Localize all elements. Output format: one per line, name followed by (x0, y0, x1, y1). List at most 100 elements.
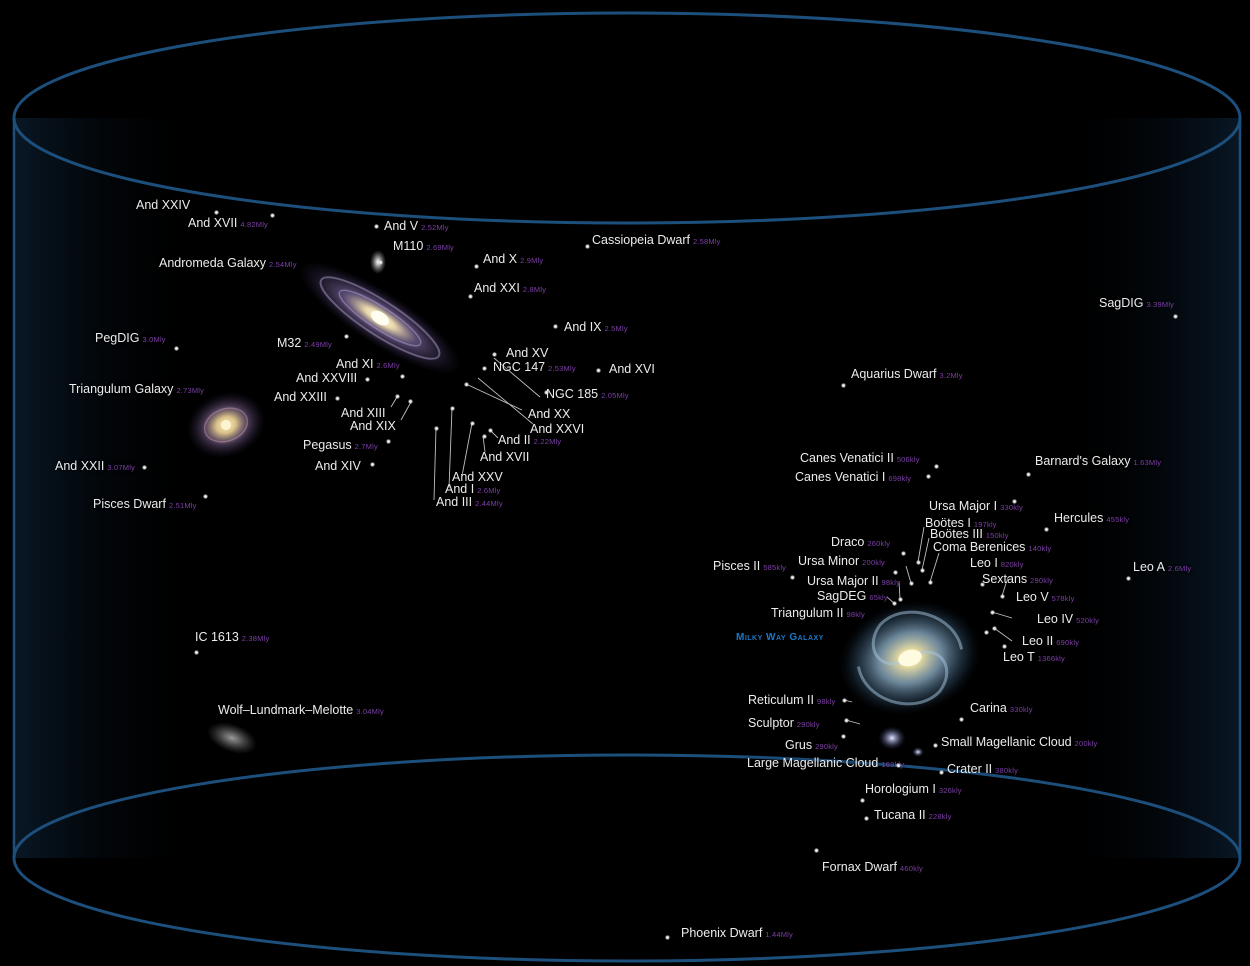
galaxy-distance: 2.54Mly (269, 260, 297, 269)
galaxy-name: Leo V (1016, 590, 1049, 604)
galaxy-marker-and-iii (434, 426, 439, 431)
galaxy-marker-leo-ii (984, 630, 989, 635)
galaxy-marker-draco (901, 551, 906, 556)
galaxy-marker-carina (959, 717, 964, 722)
galaxy-name: And II (498, 433, 531, 447)
galaxy-name: And XXIV (136, 198, 191, 212)
galaxy-marker-leo-a (1126, 576, 1131, 581)
galaxy-name: Leo T (1003, 650, 1035, 664)
galaxy-name: And XVII (480, 450, 530, 464)
galaxy-marker-ursa-major-i (1012, 499, 1017, 504)
galaxy-distance: 200kly (1074, 739, 1098, 748)
galaxy-distance: 380kly (995, 766, 1019, 775)
galaxy-distance: 2.44Mly (475, 499, 503, 508)
galaxy-distance: 98kly (817, 697, 836, 706)
galaxy-distance: 698kly (888, 474, 912, 483)
galaxy-marker-sextans (1000, 594, 1005, 599)
galaxy-name: Aquarius Dwarf (851, 367, 937, 381)
galaxy-marker-and-xix (408, 399, 413, 404)
lmc-image (878, 726, 906, 750)
galaxy-marker-and-xvii (482, 434, 487, 439)
galaxy-marker-and-xvi (596, 368, 601, 373)
galaxy-marker-pegasus (386, 439, 391, 444)
galaxy-name: Pegasus (303, 438, 352, 452)
galaxy-name: Wolf–Lundmark–Melotte (218, 703, 354, 717)
galaxy-name: SagDIG (1099, 296, 1144, 310)
galaxy-name: Draco (831, 535, 865, 549)
galaxy-label-and-xxiv: And XXIV (136, 198, 190, 212)
galaxy-marker-canes-venatici-i (926, 474, 931, 479)
galaxy-marker-leo-i (980, 582, 985, 587)
galaxy-marker-and-v (374, 224, 379, 229)
galaxy-marker-phoenix-dwarf (665, 935, 670, 940)
galaxy-name: And XXI (474, 281, 520, 295)
galaxy-marker-pisces-dwarf (203, 494, 208, 499)
galaxy-label-and-xix: And XIX (350, 419, 396, 433)
galaxy-marker-and-xv (492, 352, 497, 357)
galaxy-distance: 197kly (973, 520, 997, 529)
galaxy-label-and-xiv: And XIV (315, 459, 361, 473)
galaxy-name: Canes Venatici II (800, 451, 894, 465)
galaxy-distance: 98kly (846, 610, 865, 619)
galaxy-name: Andromeda Galaxy (159, 256, 267, 270)
galaxy-marker-bootes-iii (920, 568, 925, 573)
galaxy-distance: 3.0Mly (142, 335, 166, 344)
galaxy-marker-bootes-i (916, 560, 921, 565)
galaxy-distance: 163kly (881, 760, 905, 769)
galaxy-name: And I (445, 482, 475, 496)
galaxy-marker-hercules (1044, 527, 1049, 532)
galaxy-name: NGC 185 (546, 387, 599, 401)
galaxy-distance: 2.8Mly (522, 285, 547, 294)
galaxy-name: Triangulum Galaxy (69, 382, 174, 396)
galaxy-label-and-xx: And XX (528, 407, 570, 421)
galaxy-name: Large Magellanic Cloud (747, 756, 879, 770)
galaxy-label-and-xiii: And XIII (341, 406, 385, 420)
galaxy-name: And V (384, 219, 419, 233)
galaxy-distance: 2.38Mly (241, 634, 270, 643)
galaxy-marker-large-magellanic-cloud (896, 763, 901, 768)
galaxy-name: IC 1613 (195, 630, 239, 644)
galaxy-name: And IX (564, 320, 602, 334)
galaxy-name: Grus (785, 738, 813, 752)
galaxy-distance: 2.53Mly (548, 364, 576, 373)
galaxy-distance: 2.5Mly (604, 324, 628, 333)
galaxy-name: Cassiopeia Dwarf (592, 233, 690, 247)
galaxy-marker-cassiopeia-dwarf (585, 244, 590, 249)
galaxy-marker-ngc-185 (544, 390, 549, 395)
galaxy-marker-leo-t (1002, 644, 1007, 649)
galaxy-distance: 4.82Mly (240, 220, 269, 229)
galaxy-marker-grus (841, 734, 846, 739)
galaxy-marker-ngc-147 (482, 366, 487, 371)
galaxy-label-and-xvi: And XVI (609, 362, 655, 376)
galaxy-name: Carina (970, 701, 1007, 715)
galaxy-name: Fornax Dwarf (822, 860, 898, 874)
galaxy-distance: 260kly (867, 539, 891, 548)
galaxy-name: Reticulum II (748, 693, 814, 707)
galaxy-name: Horologium I (865, 782, 936, 796)
galaxy-name: And XI (336, 357, 374, 371)
